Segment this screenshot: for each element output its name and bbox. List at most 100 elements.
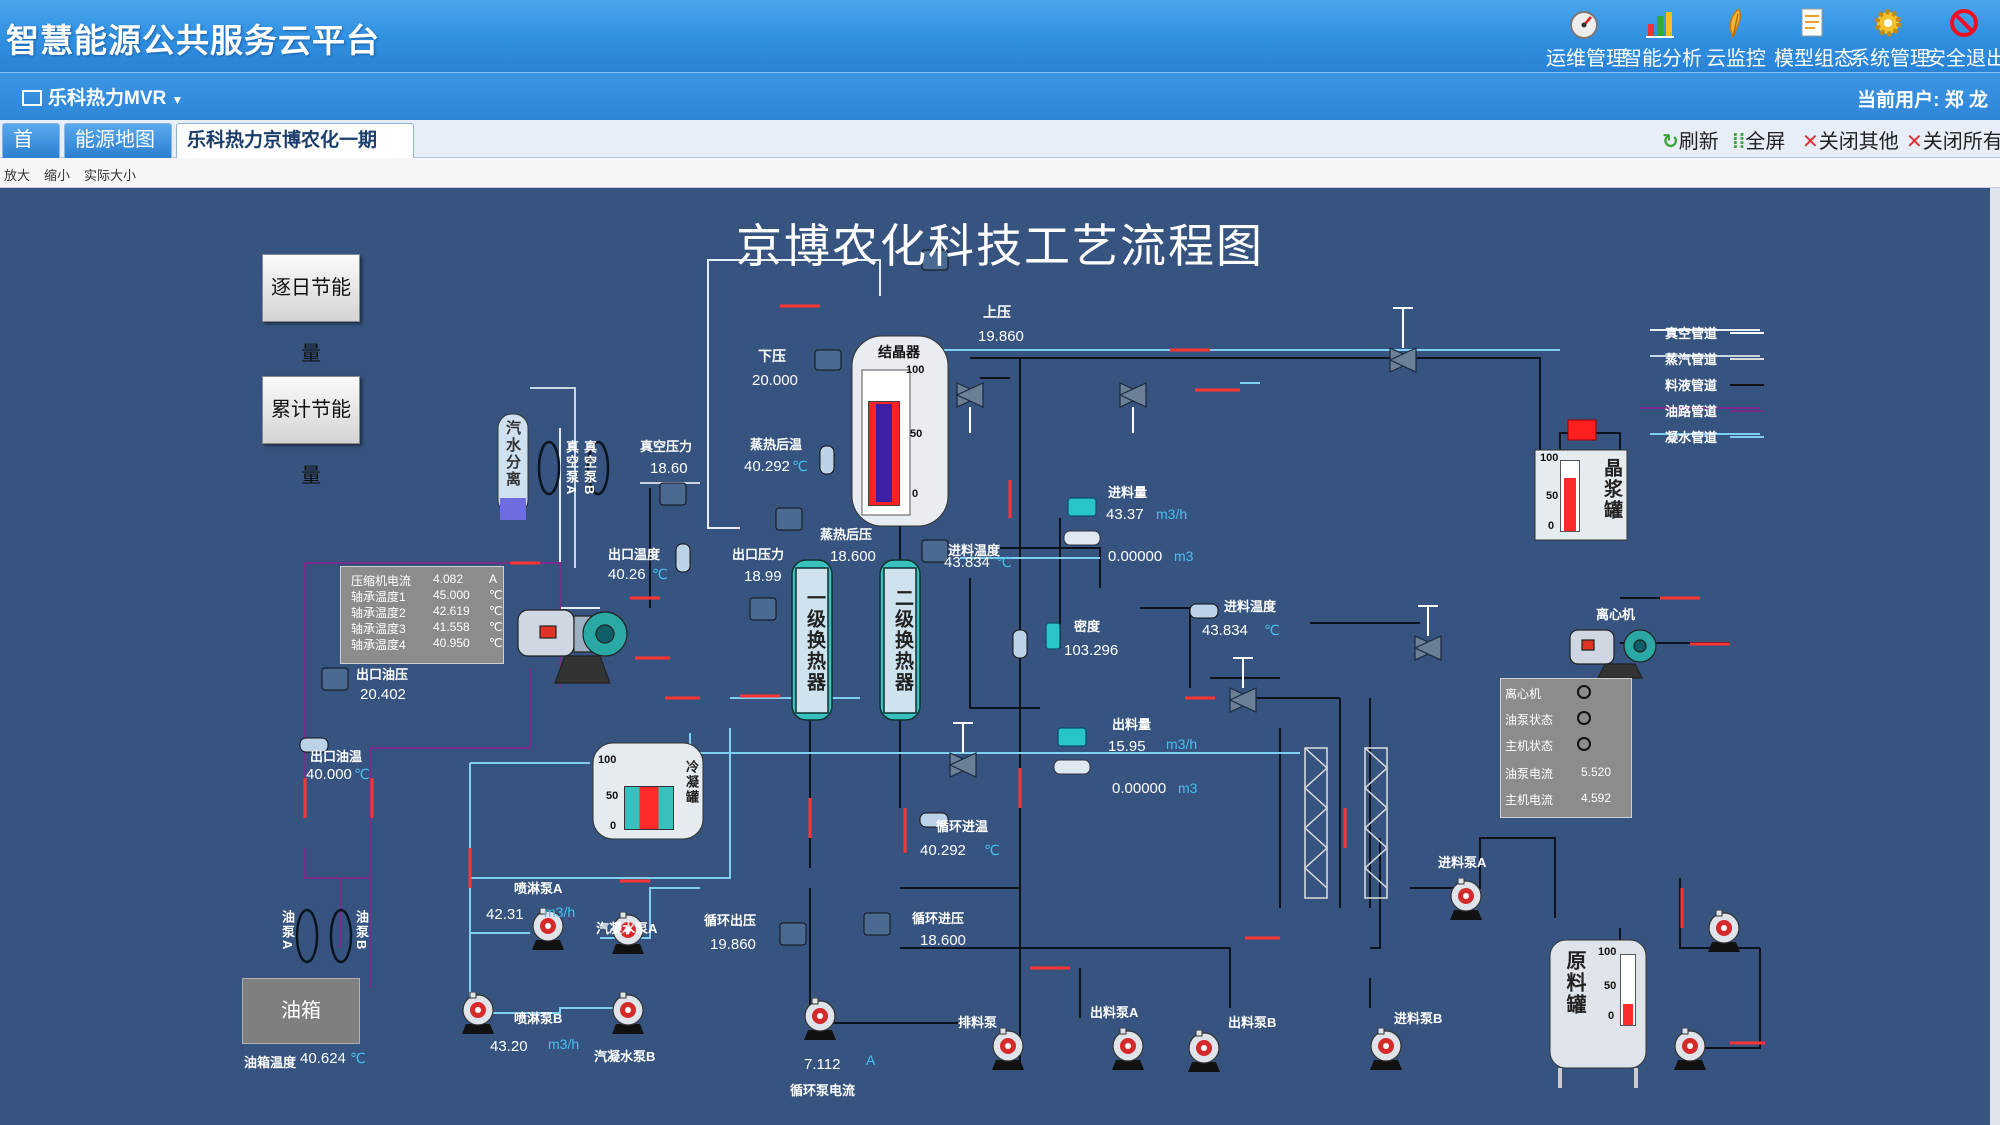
feed-temp-1-value: 43.834 — [944, 554, 990, 571]
menu-ops-management[interactable]: 运维管理 — [1546, 4, 1626, 70]
fullscreen-button[interactable]: ⁞⁞全屏 — [1732, 125, 1785, 154]
status-row-value: 5.520 — [1581, 765, 1612, 779]
refresh-button[interactable]: ↻刷新 — [1662, 125, 1719, 154]
tab-energy-map[interactable]: 能源地图× — [64, 123, 172, 182]
centrifugal-pump[interactable] — [1706, 909, 1742, 952]
vacuum-pressure-label: 真空压力 — [640, 439, 693, 454]
refresh-icon: ↻ — [1662, 131, 1679, 153]
menu-logout[interactable]: 安全退出 — [1926, 4, 2000, 70]
centrifugal-pump[interactable] — [802, 997, 838, 1040]
status-indicator — [1577, 737, 1591, 751]
feed-temp-2-unit: ℃ — [1264, 622, 1280, 638]
condensate-tick-100: 100 — [598, 754, 617, 766]
centrifugal-pump[interactable] — [610, 911, 646, 954]
outlet-oil-temp-label: 出口油温 — [310, 749, 363, 764]
daily-energy-saving-button[interactable]: 逐日节能量 — [262, 254, 360, 365]
compressor-row-unit: ℃ — [489, 636, 503, 650]
raw-tank-label: 原料罐 — [1563, 950, 1585, 1016]
zoom-in-button[interactable]: 放大 — [4, 168, 31, 183]
menu-logout-label: 安全退出 — [1926, 48, 2000, 70]
compressor-row-label: 轴承温度4 — [351, 638, 406, 652]
status-row-label: 主机状态 — [1505, 739, 1554, 753]
centrifuge-label: 离心机 — [1596, 607, 1636, 622]
centrifugal-pump[interactable] — [1368, 1027, 1404, 1070]
crystallizer-tick-100: 100 — [906, 364, 925, 376]
compressor-row-value: 41.558 — [433, 620, 470, 634]
centrifugal-pump[interactable] — [530, 907, 566, 950]
menu-smart-analysis[interactable]: 智能分析 — [1622, 4, 1702, 70]
close-others-button[interactable]: ✕关闭其他 — [1802, 125, 1899, 154]
outlet-temp-unit: ℃ — [652, 566, 668, 582]
legend-swatch — [1730, 410, 1764, 412]
compressor-row-value: 4.082 — [433, 572, 464, 586]
compressor-panel: 压缩机电流 4.082 A 轴承温度1 45.000 ℃ 轴承温度2 42.61… — [340, 566, 504, 664]
tab-home[interactable]: 首页 — [2, 123, 60, 184]
superheat-press-value: 18.600 — [830, 548, 876, 565]
hx1-label: 一级换热器 — [804, 588, 825, 693]
close-icon: ✕ — [1802, 131, 1819, 153]
centrifugal-pump[interactable] — [1672, 1027, 1708, 1070]
menu-analysis-label: 智能分析 — [1622, 48, 1702, 70]
tab-project[interactable]: 乐科热力京博农化一期MVR× — [176, 123, 414, 184]
centrifugal-pump[interactable] — [610, 991, 646, 1034]
centrifugal-pump[interactable] — [990, 1027, 1026, 1070]
circ-in-press-label: 循环进压 — [912, 911, 965, 926]
diagram-title: 京博农化科技工艺流程图 — [736, 219, 1264, 273]
compressor-row-unit: ℃ — [489, 588, 503, 602]
out-pump-a-label: 出料泵A — [1090, 1005, 1139, 1020]
refresh-label: 刷新 — [1678, 131, 1719, 153]
condensate-tank-label: 冷凝罐 — [684, 760, 699, 805]
circ-inlet-temp-value: 40.292 — [920, 842, 966, 859]
density-label: 密度 — [1074, 619, 1101, 634]
menu-system-management[interactable]: 系统管理 — [1850, 4, 1930, 70]
total-energy-saving-button[interactable]: 累计节能量 — [262, 376, 360, 487]
raw-tank-tick-0: 0 — [1608, 1010, 1615, 1022]
compressor-row-label: 压缩机电流 — [351, 574, 412, 588]
lower-pressure-value: 20.000 — [752, 372, 798, 389]
menu-ops-label: 运维管理 — [1546, 48, 1626, 70]
spray-pump-b-label: 喷淋泵B — [514, 1011, 563, 1026]
centrifugal-pump[interactable] — [1110, 1027, 1146, 1070]
centrifugal-pump[interactable] — [460, 991, 496, 1034]
status-indicator — [1577, 711, 1591, 725]
out-pump-b-label: 出料泵B — [1228, 1015, 1277, 1030]
fullscreen-label: 全屏 — [1745, 131, 1786, 153]
hx2-label: 二级换热器 — [892, 588, 913, 693]
out-flow-unit: m3/h — [1166, 736, 1198, 752]
cond-pump-a-label: 汽凝水泵A — [596, 921, 658, 936]
crystal-tank-tick-0: 0 — [1548, 520, 1555, 532]
monitor-icon — [22, 90, 42, 106]
out-flow-label: 出料量 — [1112, 717, 1152, 732]
menu-model-config[interactable]: 模型组态 — [1774, 4, 1854, 70]
spray-pump-b-value: 43.20 — [490, 1038, 528, 1055]
outlet-oil-press-value: 20.402 — [360, 686, 406, 703]
close-others-label: 关闭其他 — [1818, 131, 1899, 153]
upper-pressure-label: 上压 — [983, 304, 1011, 320]
status-row-label: 主机电流 — [1505, 793, 1554, 807]
crystallizer-tick-50: 50 — [910, 428, 923, 440]
water-separator-label: 汽水分离 — [504, 420, 521, 488]
project-name: 乐科热力MVR — [48, 88, 167, 109]
zoom-out-button[interactable]: 缩小 — [44, 168, 71, 183]
feed-flow-total: 0.00000 — [1108, 548, 1163, 565]
compressor-row-label: 轴承温度1 — [351, 590, 406, 604]
spray-pump-a-value: 42.31 — [486, 906, 524, 923]
current-user: 当前用户: 郑 龙 — [1857, 90, 1988, 111]
condensate-level-bar — [624, 786, 674, 830]
oil-tank-label: 油箱 — [281, 1000, 321, 1022]
out-flow-value: 15.95 — [1108, 738, 1146, 755]
actual-size-button[interactable]: 实际大小 — [84, 168, 137, 183]
project-selector[interactable]: 乐科热力MVR ▼ — [22, 83, 183, 110]
outlet-press-value: 18.99 — [744, 568, 782, 585]
centrifugal-pump[interactable] — [1448, 877, 1484, 920]
compressor-row-unit: ℃ — [489, 604, 503, 618]
centrifugal-pump[interactable] — [1186, 1029, 1222, 1072]
legend-steam: 蒸汽管道 — [1665, 352, 1718, 367]
close-all-button[interactable]: ✕关闭所有 — [1906, 125, 2000, 154]
oil-pump-a-label: 油泵A — [280, 910, 295, 952]
oil-pump-b-label: 油泵B — [354, 910, 369, 952]
vertical-scrollbar[interactable] — [1990, 188, 2000, 1125]
menu-cloud-monitor[interactable]: 云监控 — [1698, 4, 1774, 70]
compressor-row-value: 42.619 — [433, 604, 470, 618]
pipe-network — [295, 249, 1765, 1088]
